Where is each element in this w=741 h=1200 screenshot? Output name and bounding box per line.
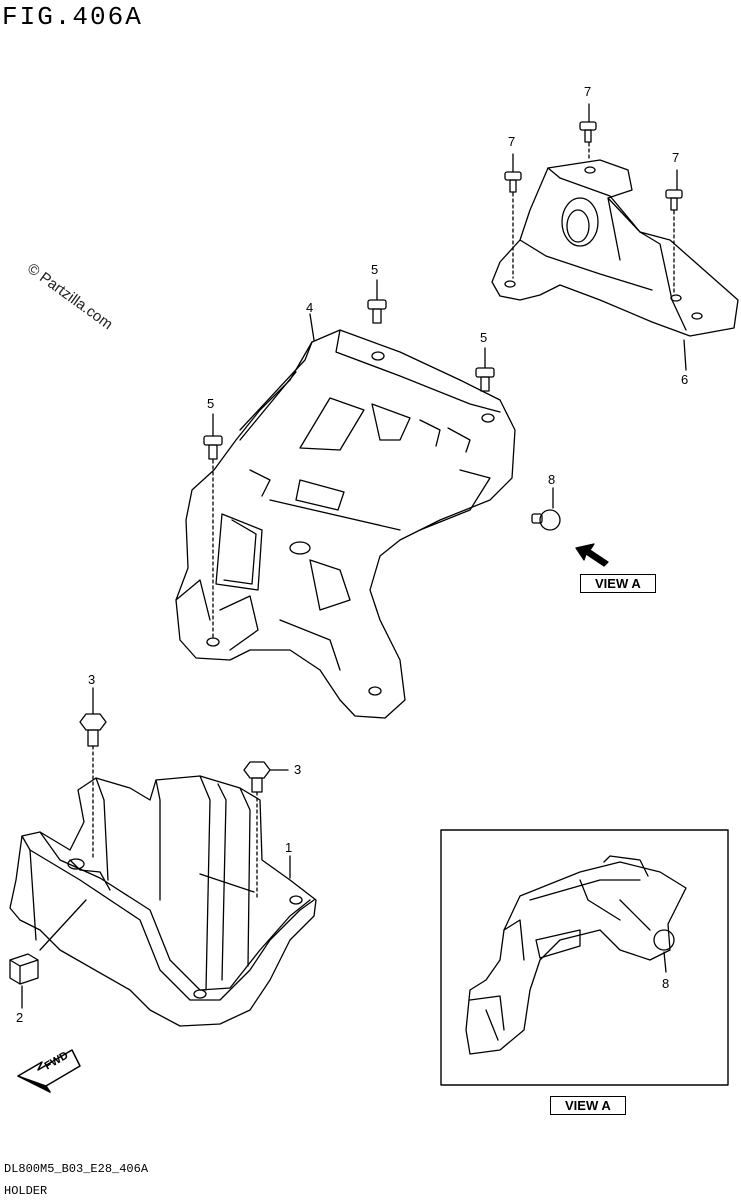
- bolt-3-a: [79, 687, 107, 861]
- callout-5-a: 5: [371, 262, 379, 277]
- bolt-7-c: [665, 169, 683, 293]
- callout-7-a: 7: [584, 84, 592, 99]
- callout-8-inset: 8: [662, 976, 670, 991]
- holder-part-4: [175, 313, 516, 719]
- bolt-3-b: [243, 761, 289, 901]
- view-a-label-upper: VIEW A: [580, 574, 656, 593]
- callout-2: 2: [16, 1010, 24, 1025]
- fwd-arrow-icon: [17, 1049, 81, 1093]
- tray-part-1: [9, 775, 317, 1027]
- bolt-5-c: [203, 413, 223, 641]
- callout-5-b: 5: [480, 330, 488, 345]
- footer-name: HOLDER: [4, 1184, 48, 1198]
- bolt-7-a: [579, 103, 597, 161]
- callout-3-a: 3: [88, 672, 96, 687]
- inset-detail: [465, 855, 687, 1055]
- callout-4: 4: [306, 300, 314, 315]
- callout-1: 1: [285, 840, 293, 855]
- bolt-5-b: [475, 347, 495, 392]
- cushion-part-2: [9, 953, 39, 1009]
- callout-5-c: 5: [207, 396, 215, 411]
- view-a-label-lower: VIEW A: [550, 1096, 626, 1115]
- callout-8: 8: [548, 472, 556, 487]
- bolt-5-a: [367, 279, 387, 324]
- callout-3-b: 3: [294, 762, 302, 777]
- bracket-part-6: [491, 159, 739, 337]
- callout-6: 6: [681, 372, 689, 387]
- bolt-7-b: [504, 153, 522, 279]
- callout-7-b: 7: [508, 134, 516, 149]
- view-arrow-icon: [575, 543, 609, 567]
- view-a-inset-frame: [440, 829, 729, 1086]
- figure-title: FIG.406A: [2, 2, 143, 32]
- callout-7-c: 7: [672, 150, 680, 165]
- clip-part-8: [531, 487, 561, 531]
- footer-code: DL800M5_B03_E28_406A: [4, 1162, 149, 1176]
